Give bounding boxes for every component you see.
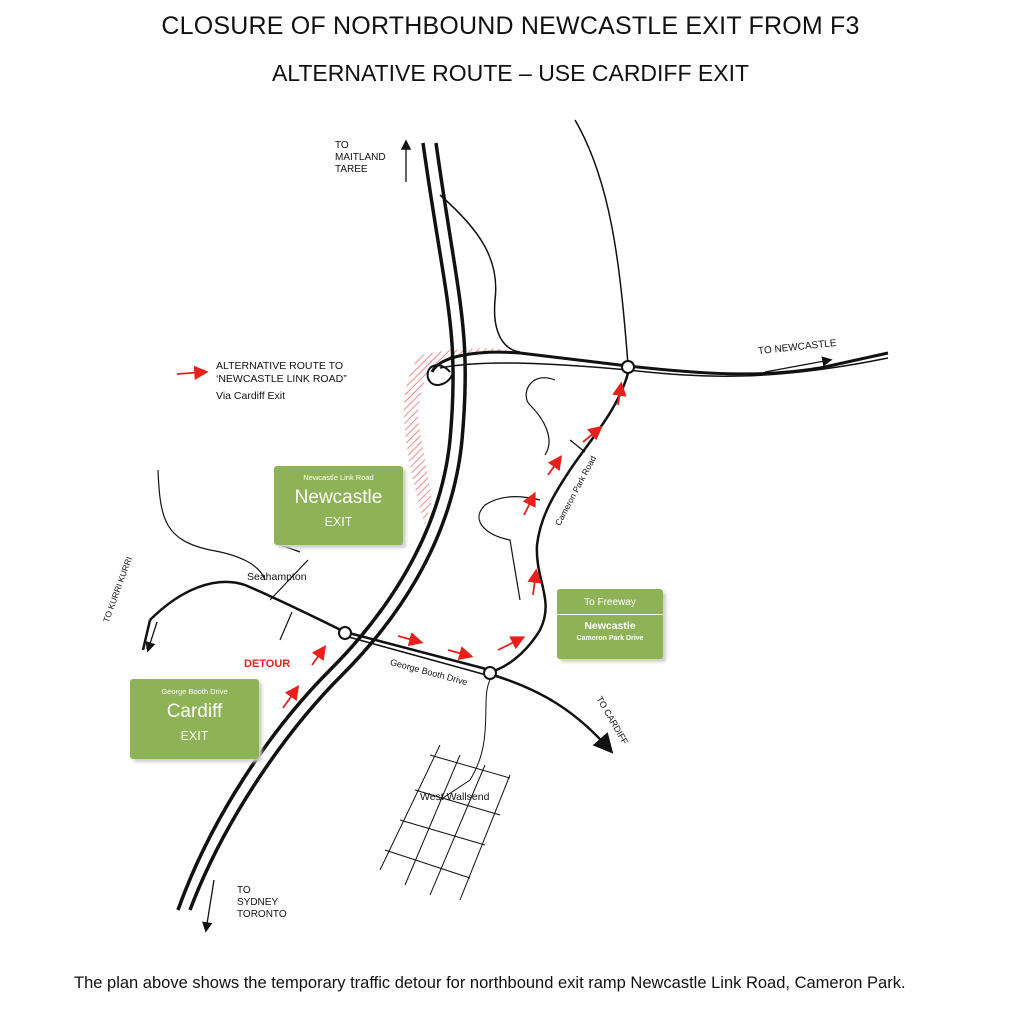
side-street-2 [478,496,541,601]
f3-freeway-west [176,142,455,911]
seahampton-road [157,469,266,581]
freeway-sign-top: To Freeway [584,597,636,608]
roundabout-freeway [338,626,352,640]
cardiff-sign-main: Cardiff [166,701,223,722]
legend: ALTERNATIVE ROUTE TO ‘NEWCASTLE LINK ROA… [216,360,347,403]
freeway-sign: To Freeway Newcastle Cameron Park Drive [557,589,663,659]
to-maitland-label: TO MAITLAND TAREE [335,140,386,175]
legend-line-1: ALTERNATIVE ROUTE TO [216,360,343,372]
newcastle-sign-sub: EXIT [324,515,353,529]
legend-line-2: ‘NEWCASTLE LINK ROAD” [216,373,347,385]
map-caption: The plan above shows the temporary traff… [74,974,906,992]
seahampton-label: Seahampton [247,571,307,583]
newcastle-link-road [430,350,889,376]
to-sydney-label: TO SYDNEY TORONTO [237,885,287,920]
south-arrow [202,879,215,933]
detour-label: DETOUR [244,658,291,670]
north-road [439,194,521,353]
newcastle-exit-sign: Newcastle Link Road Newcastle EXIT [274,466,403,545]
roundabout-newcastle [621,360,635,374]
freeway-sign-divider [557,614,663,615]
west-wallsend-label: West Wallsend [420,791,490,803]
kurri-road [141,619,152,651]
newcastle-arrow [764,356,833,373]
route-map [141,119,889,933]
newcastle-link-road-south [439,357,889,377]
roundabout-george-booth [483,666,497,680]
cardiff-road [495,674,614,754]
george-booth-drive-s [344,635,491,677]
west-wallsend-grid [379,679,511,901]
side-street-1 [525,377,556,456]
legend-line-3: Via Cardiff Exit [216,390,286,402]
f3-freeway-east [188,142,468,911]
freeway-sign-main: Newcastle [584,620,636,632]
detour-arrows [282,381,627,709]
newcastle-sign-top: Newcastle Link Road [303,473,374,482]
northeast-road [574,119,629,366]
freeway-sign-sub: Cameron Park Drive [576,635,644,642]
kurri-arrow [145,621,158,653]
newcastle-sign-main: Newcastle [294,487,383,508]
map-subtitle: ALTERNATIVE ROUTE – USE CARDIFF EXIT [271,60,750,86]
george-booth-drive-n [149,580,491,672]
map-title: CLOSURE OF NORTHBOUND NEWCASTLE EXIT FRO… [161,12,860,40]
closed-ramp-hatch [403,348,510,525]
legend-arrow [176,365,209,380]
loop-ramp [426,364,453,386]
cardiff-sign-sub: EXIT [180,729,209,743]
cardiff-sign-top: George Booth Drive [161,687,228,696]
cardiff-exit-sign: George Booth Drive Cardiff EXIT [130,679,259,759]
